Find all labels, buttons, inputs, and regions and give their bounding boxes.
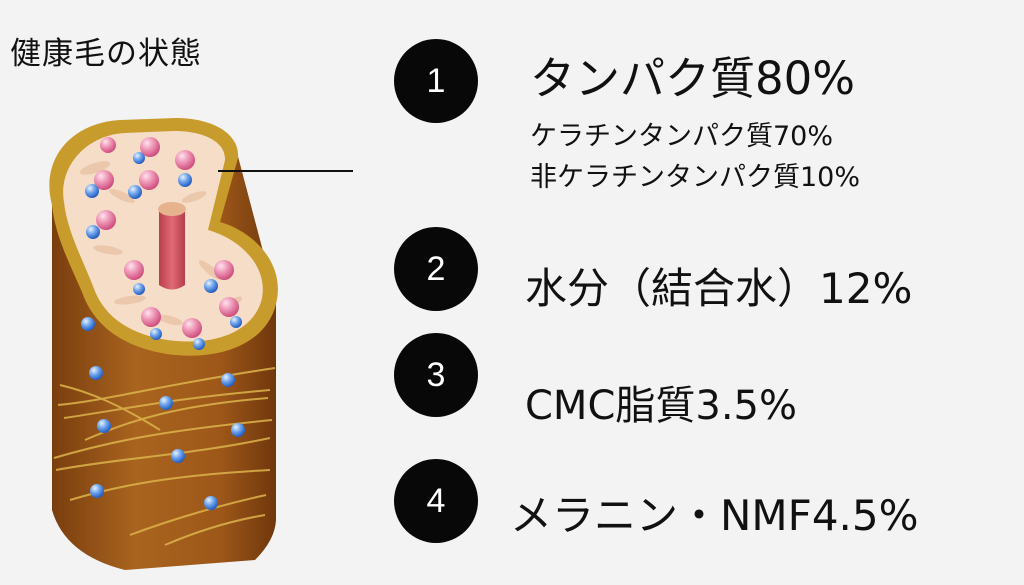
item-4-number-badge: 4: [394, 459, 478, 543]
surface-moisture-dots: [81, 317, 245, 510]
item-1-label: タンパク質80%: [530, 52, 856, 105]
item-2-label: 水分（結合水）12%: [525, 264, 913, 313]
page-title: 健康毛の状態: [10, 36, 202, 72]
item-1-sub-non-keratin: 非ケラチンタンパク質10%: [530, 162, 861, 193]
item-4-label: メラニン・NMF4.5%: [510, 491, 919, 540]
item-1-number-badge: 1: [394, 39, 478, 123]
medulla: [158, 202, 186, 290]
item-3-number-badge: 3: [394, 333, 478, 417]
item-1-sub-keratin: ケラチンタンパク質70%: [530, 121, 834, 152]
item-2-number-badge: 2: [394, 227, 478, 311]
protein-molecules: [85, 137, 242, 350]
item-3-label: CMC脂質3.5%: [525, 383, 797, 429]
